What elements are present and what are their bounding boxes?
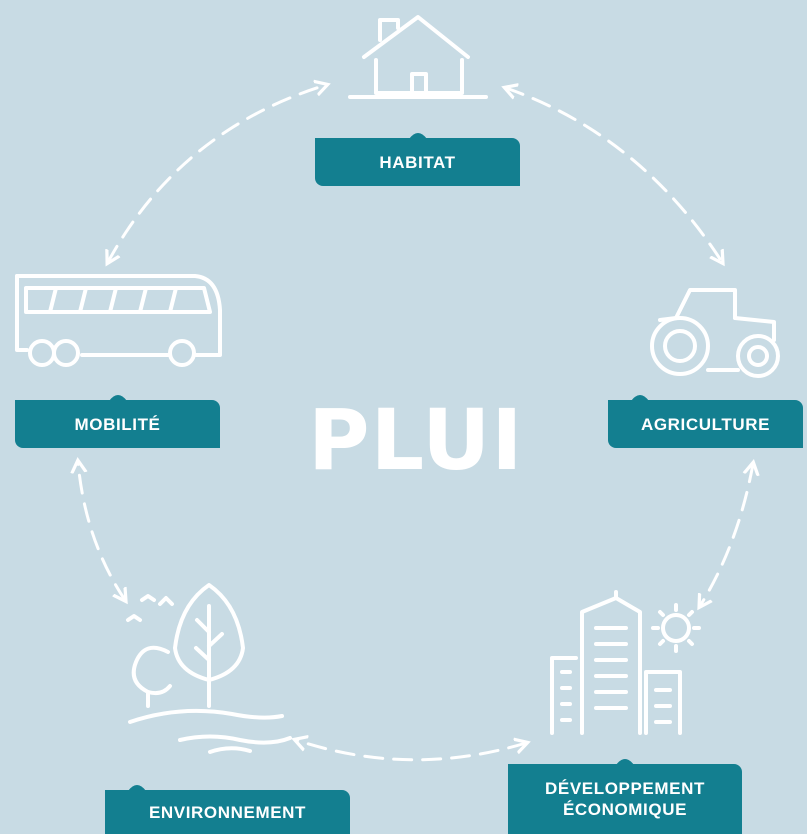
tree-water-icon	[126, 583, 292, 754]
diagram-title: PLUI	[308, 391, 524, 489]
label-developpement-line1: DÉVELOPPEMENT	[545, 779, 705, 798]
tractor-icon	[650, 288, 780, 378]
label-habitat: HABITAT	[315, 133, 520, 186]
label-mobilite: MOBILITÉ	[15, 395, 220, 448]
buildings-sun-icon	[550, 590, 701, 735]
label-mobilite-text: MOBILITÉ	[74, 414, 161, 434]
arc-mobilite-habitat	[108, 85, 326, 262]
arc-developpement-environnement	[296, 740, 526, 762]
arc-agriculture-developpement	[700, 464, 753, 606]
bus-icon	[15, 274, 222, 367]
house-icon	[348, 15, 488, 99]
label-environnement: ENVIRONNEMENT	[105, 785, 350, 834]
label-habitat-text: HABITAT	[379, 152, 456, 172]
label-developpement-line2: ÉCONOMIQUE	[562, 800, 688, 819]
label-developpement-text: DÉVELOPPEMENT ÉCONOMIQUE	[545, 778, 705, 820]
arc-habitat-agriculture	[506, 88, 722, 262]
label-agriculture-text: AGRICULTURE	[640, 414, 771, 434]
arc-environnement-mobilite	[78, 462, 125, 600]
label-developpement: DÉVELOPPEMENT ÉCONOMIQUE	[508, 759, 742, 834]
label-environnement-text: ENVIRONNEMENT	[148, 802, 307, 822]
label-agriculture: AGRICULTURE	[608, 395, 803, 448]
